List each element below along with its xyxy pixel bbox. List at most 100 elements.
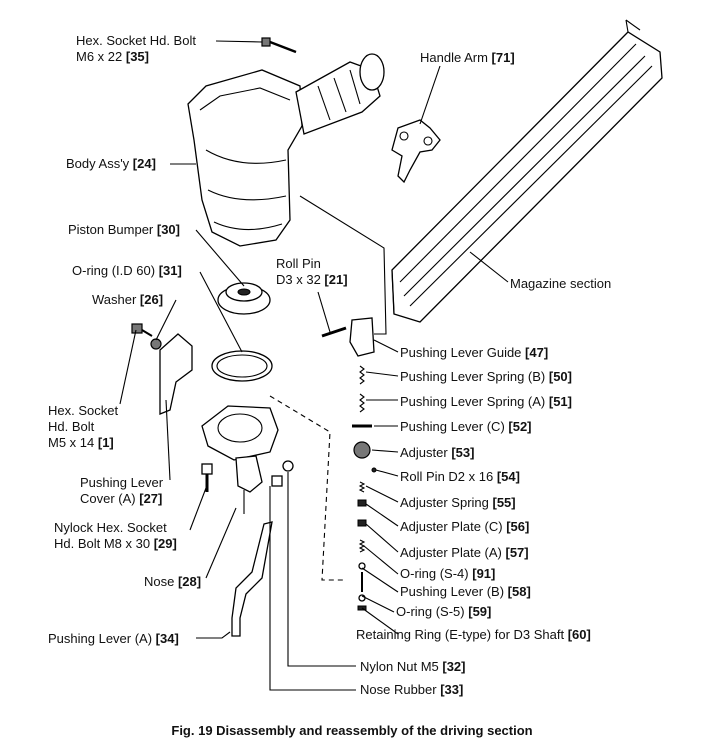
part-ref: [34]	[155, 631, 179, 646]
label-text: Pushing Lever Spring (A)	[400, 394, 549, 409]
label-roll-pin-21: Roll Pin D3 x 32 [21]	[276, 256, 348, 288]
label-text: Pushing Lever Spring (B)	[400, 369, 549, 384]
label-text: Body Ass'y	[66, 156, 133, 171]
part-ref: [91]	[472, 566, 496, 581]
figure-caption: Fig. 19 Disassembly and reassembly of th…	[171, 723, 533, 738]
piston-bumper-part	[217, 282, 271, 315]
label-pushing-lever-spring-b: Pushing Lever Spring (B) [50]	[400, 369, 572, 385]
label-line: Hd. Bolt	[48, 419, 95, 434]
part-ref: [27]	[139, 491, 163, 506]
label-nose-rubber: Nose Rubber [33]	[360, 682, 463, 698]
spring-stack	[352, 365, 377, 611]
nylock-bolt-part	[201, 463, 213, 492]
label-text: O-ring (S-5)	[396, 604, 469, 619]
label-text: Washer	[92, 292, 140, 307]
label-o-ring-31: O-ring (I.D 60) [31]	[72, 263, 182, 279]
nylon-nut-part	[282, 460, 294, 472]
label-text: Roll Pin D2 x 16	[400, 469, 497, 484]
part-ref: [1]	[97, 435, 114, 450]
label-text: Pushing Lever (A)	[48, 631, 156, 646]
label-text: Handle Arm	[420, 50, 492, 65]
part-ref: [51]	[548, 394, 572, 409]
label-line: M6 x 22	[76, 49, 126, 64]
part-ref: [24]	[132, 156, 156, 171]
label-o-ring-s4: O-ring (S-4) [91]	[400, 566, 495, 582]
label-washer: Washer [26]	[92, 292, 163, 308]
part-ref: [47]	[525, 345, 549, 360]
label-text: Nose Rubber	[360, 682, 441, 697]
label-nose: Nose [28]	[144, 574, 201, 590]
part-ref: [32]	[442, 659, 466, 674]
handle-arm-part	[391, 119, 441, 184]
label-text: O-ring (S-4)	[400, 566, 473, 581]
magazine-section-part	[391, 19, 663, 323]
part-ref: [35]	[125, 49, 149, 64]
label-text: Retaining Ring (E-type) for D3 Shaft	[356, 627, 568, 642]
part-ref: [29]	[153, 536, 177, 551]
label-text: Adjuster Spring	[400, 495, 493, 510]
label-handle-arm: Handle Arm [71]	[420, 50, 515, 66]
label-pushing-lever-cover: Pushing Lever Cover (A) [27]	[80, 475, 163, 507]
label-adjuster: Adjuster [53]	[400, 445, 474, 461]
label-body-assy: Body Ass'y [24]	[66, 156, 156, 172]
label-adjuster-plate-c: Adjuster Plate (C) [56]	[400, 519, 529, 535]
label-piston-bumper: Piston Bumper [30]	[68, 222, 180, 238]
label-pushing-lever-a: Pushing Lever (A) [34]	[48, 631, 179, 647]
label-roll-pin-54: Roll Pin D2 x 16 [54]	[400, 469, 520, 485]
label-text: Adjuster	[400, 445, 452, 460]
pushing-lever-cover-part	[159, 333, 193, 415]
part-ref: [54]	[496, 469, 520, 484]
label-line: Hex. Socket Hd. Bolt	[76, 33, 196, 48]
label-pushing-lever-c: Pushing Lever (C) [52]	[400, 419, 532, 435]
label-text: Adjuster Plate (A)	[400, 545, 506, 560]
label-line: D3 x 32	[276, 272, 325, 287]
label-line: M5 x 14	[48, 435, 98, 450]
label-line: Hex. Socket	[48, 403, 119, 418]
part-ref: [59]	[468, 604, 492, 619]
part-ref: [30]	[156, 222, 180, 237]
label-retaining-ring: Retaining Ring (E-type) for D3 Shaft [60…	[356, 627, 591, 643]
pushing-lever-a-part	[231, 521, 273, 637]
part-ref: [55]	[492, 495, 516, 510]
label-text: Pushing Lever (B)	[400, 584, 508, 599]
label-line: Hd. Bolt M8 x 30	[54, 536, 154, 551]
label-adjuster-plate-a: Adjuster Plate (A) [57]	[400, 545, 529, 561]
leader-lines	[119, 40, 509, 691]
label-text: Pushing Lever (C)	[400, 419, 509, 434]
part-ref: [50]	[548, 369, 572, 384]
label-text: O-ring (I.D 60)	[72, 263, 159, 278]
part-ref: [52]	[508, 419, 532, 434]
label-text: Magazine section	[510, 276, 612, 291]
nose-rubber-part	[271, 475, 283, 487]
label-line: Pushing Lever	[80, 475, 164, 490]
part-ref: [57]	[505, 545, 529, 560]
label-text: Pushing Lever Guide	[400, 345, 526, 360]
label-text: Piston Bumper	[68, 222, 157, 237]
hex-bolt-1-part	[131, 323, 153, 337]
part-ref: [21]	[324, 272, 348, 287]
label-line: Cover (A)	[80, 491, 140, 506]
label-pushing-lever-spring-a: Pushing Lever Spring (A) [51]	[400, 394, 572, 410]
pushing-lever-guide-part	[349, 317, 375, 357]
nose-part	[201, 405, 279, 514]
label-line: Nylock Hex. Socket	[54, 520, 167, 535]
label-nylock-bolt: Nylock Hex. Socket Hd. Bolt M8 x 30 [29]	[54, 520, 177, 552]
part-ref: [26]	[139, 292, 164, 307]
roll-pin-21-part	[321, 326, 347, 338]
part-ref: [71]	[491, 50, 515, 65]
part-ref: [60]	[567, 627, 591, 642]
label-nylon-nut: Nylon Nut M5 [32]	[360, 659, 466, 675]
label-o-ring-s5: O-ring (S-5) [59]	[396, 604, 491, 620]
label-text: Nose	[144, 574, 178, 589]
part-ref: [28]	[177, 574, 202, 589]
label-hex-bolt-1: Hex. Socket Hd. Bolt M5 x 14 [1]	[48, 403, 118, 451]
label-hex-bolt-35: Hex. Socket Hd. Bolt M6 x 22 [35]	[76, 33, 196, 65]
part-ref: [53]	[451, 445, 475, 460]
body-assy-part	[187, 53, 385, 247]
label-pushing-lever-guide: Pushing Lever Guide [47]	[400, 345, 548, 361]
label-line: Roll Pin	[276, 256, 321, 271]
label-text: Nylon Nut M5	[360, 659, 443, 674]
washer-part	[150, 338, 162, 350]
part-ref: [58]	[507, 584, 531, 599]
